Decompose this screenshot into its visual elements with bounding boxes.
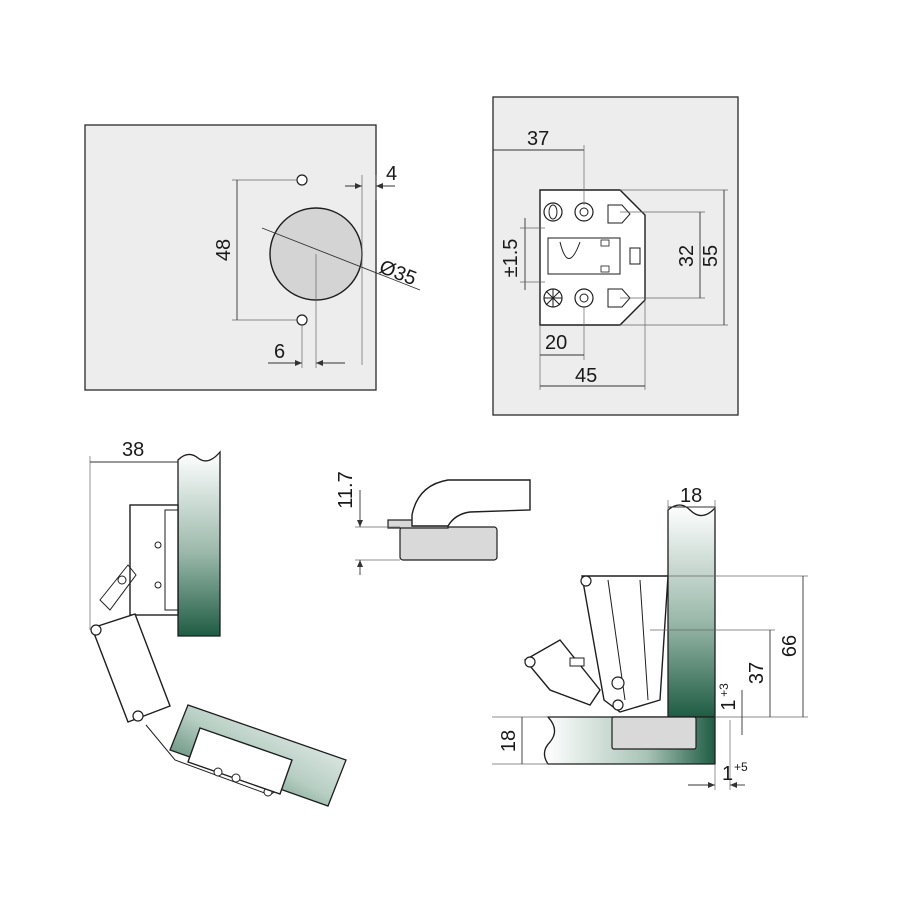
hinge-arm-plate — [129, 504, 179, 616]
dim-depth-11-7: 11.7 — [335, 471, 357, 508]
hinge-arm — [91, 613, 171, 723]
dim-gap-1: 1 — [722, 763, 733, 785]
dim-height-32: 32 — [676, 245, 698, 267]
dim-height-55: 55 — [700, 245, 722, 267]
hinge-open-view: 38 — [89, 439, 347, 807]
cup-profile-view: 11.7 — [335, 471, 531, 575]
hinge-damper — [523, 639, 601, 706]
dim-width-45: 45 — [575, 365, 597, 387]
dim-tolerance-1-5: ±1.5 — [500, 239, 522, 278]
screw-hole-top — [296, 174, 308, 186]
plate-notch-bottom — [607, 288, 631, 308]
dim-thickness-18-left: 18 — [498, 730, 520, 752]
dim-spacing-48: 48 — [213, 239, 235, 261]
dim-height-66: 66 — [779, 635, 801, 657]
plate-center-cam — [559, 241, 581, 259]
mounting-plate-view: 37 ±1.5 32 55 20 45 — [492, 96, 739, 416]
dim-diameter-35: Ø35 — [376, 256, 419, 290]
hinge-cup-closed — [611, 716, 697, 750]
hinge-closed-view: 18 66 37 1 +3 18 — [492, 485, 808, 790]
hinge-cup — [187, 727, 293, 795]
cabinet-side-panel — [667, 504, 716, 718]
dim-edge-4: 4 — [386, 163, 397, 185]
dim-thickness-18-top: 18 — [680, 485, 702, 507]
drilling-pattern-view: 48 4 Ø35 6 — [84, 124, 421, 391]
dim-width-20: 20 — [545, 332, 567, 354]
hinge-arm-profile — [411, 479, 531, 527]
dim-width-38: 38 — [122, 439, 144, 461]
screw-hole-bottom — [296, 314, 308, 326]
dim-overlay-1-sup: +3 — [717, 683, 731, 697]
dim-offset-6: 6 — [274, 341, 285, 363]
cup-body — [399, 526, 498, 561]
cabinet-panel — [177, 450, 221, 637]
plate-notch-top — [607, 204, 631, 224]
dim-overlay-1: 1 — [718, 699, 740, 710]
dim-width-37: 37 — [527, 128, 549, 150]
dim-gap-1-sup: +5 — [734, 760, 748, 774]
dim-height-37: 37 — [746, 662, 768, 684]
